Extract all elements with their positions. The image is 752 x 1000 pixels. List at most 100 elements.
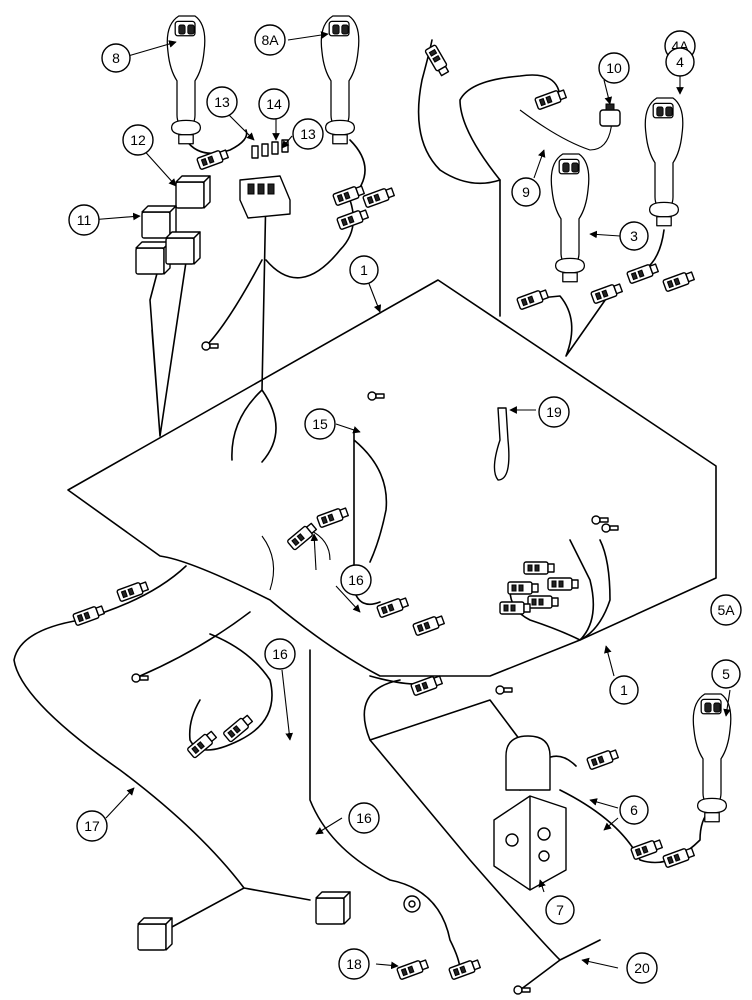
grommet-16: [403, 895, 421, 913]
connector-8a-2: [361, 185, 396, 209]
harness-branch-9b: [459, 74, 561, 181]
eyelet-d: [495, 685, 513, 695]
callout-label: 18: [346, 956, 362, 972]
callout-label: 5A: [717, 602, 735, 618]
connector-3-a: [515, 287, 550, 311]
relay-socket-b: [165, 231, 201, 265]
connector-block-d: [499, 601, 531, 615]
harness-branch-8-pigtail: [185, 129, 248, 155]
callout-circle: [538, 396, 570, 428]
callout-circle: [68, 204, 100, 236]
callout-label: 16: [348, 572, 364, 588]
callout-circle: [254, 24, 286, 56]
connector-17-a: [115, 579, 150, 603]
callout-19-24: 19: [538, 396, 570, 428]
callout-18-23: 18: [338, 948, 370, 980]
callout-label: 11: [77, 212, 92, 228]
connector-16-b: [315, 505, 350, 529]
callout-circle: [338, 948, 370, 980]
callout-circle: [348, 802, 380, 834]
harness-branch-16b: [309, 649, 461, 971]
connector-block-a: [507, 581, 539, 595]
connector-4-a: [625, 261, 660, 285]
callout-circle: [340, 564, 372, 596]
callout-circle: [206, 86, 238, 118]
callout-circle: [711, 659, 741, 689]
callout-4-4: 4: [665, 47, 695, 77]
connector-6-a: [585, 747, 620, 771]
harness-branch-17: [13, 565, 311, 929]
connector-block-c: [547, 577, 579, 591]
harness-branch-16a: [188, 633, 273, 751]
callout-label: 5: [722, 666, 730, 682]
callout-circle: [511, 177, 541, 207]
connector-9-top: [424, 43, 451, 78]
callout-10-12: 10: [598, 52, 630, 84]
callout-20-25: 20: [626, 952, 658, 984]
callout-label: 3: [630, 228, 638, 244]
callout-label: 15: [312, 416, 328, 432]
callout-12-14: 12: [122, 124, 154, 156]
callout-circle: [619, 221, 649, 251]
callout-label: 16: [356, 810, 372, 826]
callout-label: 8A: [261, 32, 279, 48]
connector-18-b: [395, 957, 430, 981]
callout-label: 19: [546, 404, 562, 420]
callout-16-20: 16: [264, 638, 296, 670]
callout-9-11: 9: [511, 177, 541, 207]
connector-3-b: [589, 281, 624, 305]
callout-circle: [292, 118, 324, 150]
callout-5-6: 5: [711, 659, 741, 689]
callout-circle: [76, 810, 108, 842]
callout-14-17: 14: [258, 88, 290, 120]
callout-label: 1: [360, 262, 368, 278]
connector-15-end: [375, 595, 410, 619]
connector-18-a: [447, 957, 482, 981]
connector-block-e: [523, 561, 555, 575]
cable-tie-19: [493, 407, 510, 481]
callout-16-21: 16: [348, 802, 380, 834]
callout-7-8: 7: [545, 895, 575, 925]
callout-circle: [258, 88, 290, 120]
joystick-4: [644, 97, 684, 227]
solenoid-valve-7: [493, 735, 567, 891]
callout-label: 4: [676, 54, 684, 70]
switch-10-wire: [519, 109, 613, 151]
callout-17-22: 17: [76, 810, 108, 842]
connector-5-b: [661, 845, 696, 869]
connector-17-end-b: [315, 891, 351, 925]
harness-branch-8a: [265, 139, 366, 279]
callout-label: 12: [130, 132, 146, 148]
callout-label: 17: [84, 818, 100, 834]
callout-label: 20: [634, 960, 650, 976]
eyelet-20: [513, 985, 531, 995]
harness-board-outline: [67, 279, 717, 677]
callout-16-19: 16: [340, 564, 372, 596]
callout-8-9: 8: [101, 43, 131, 73]
callout-circle: [598, 52, 630, 84]
callout-15-18: 15: [304, 408, 336, 440]
connector-9-mid: [533, 87, 568, 111]
eyelet-e: [591, 515, 609, 525]
harness-branch-connectors-right: [509, 539, 611, 641]
callout-circle: [304, 408, 336, 440]
relay-12: [175, 175, 211, 209]
connector-17-b: [71, 603, 106, 627]
callout-label: 8: [112, 50, 120, 66]
callout-label: 16: [272, 646, 288, 662]
callout-label: 7: [556, 902, 564, 918]
callout-circle: [619, 795, 649, 825]
joystick-3: [550, 153, 590, 283]
callout-label: 6: [630, 802, 638, 818]
harness-branch-center: [207, 189, 277, 463]
connector-17-end: [137, 917, 173, 951]
callout-8a-10: 8A: [254, 24, 286, 56]
callout-11-13: 11: [68, 204, 100, 236]
harness-branch-3: [539, 295, 609, 357]
callout-label: 13: [300, 126, 316, 142]
connector-16-a: [286, 521, 319, 552]
eyelet-15: [367, 391, 385, 401]
callout-circle: [710, 594, 742, 626]
callout-label: 1: [620, 682, 628, 698]
